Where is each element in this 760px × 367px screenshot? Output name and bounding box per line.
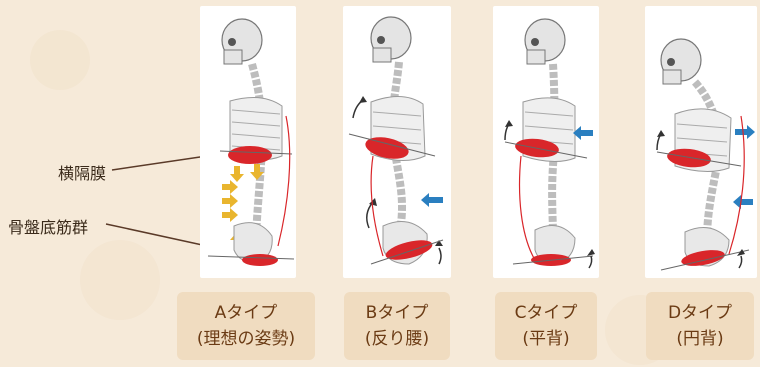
skeleton-panel-a [200, 6, 296, 278]
pelvic-floor-muscle [242, 254, 278, 266]
type-label: Bタイプ [366, 300, 429, 326]
skeleton-a-illustration [200, 6, 296, 278]
blue-arrow-icon [733, 195, 753, 209]
diaphragm-muscle [228, 146, 272, 164]
type-label: Cタイプ [515, 300, 578, 326]
caption-type-a: Aタイプ (理想の姿勢) [177, 292, 315, 360]
skeleton-d-illustration [645, 6, 757, 278]
blue-arrow-icon [421, 193, 443, 207]
type-sub-label: (反り腰) [365, 326, 429, 352]
blue-arrow-icon [735, 125, 755, 139]
type-sub-label: (理想の姿勢) [197, 326, 295, 352]
skeleton-panel-b [343, 6, 451, 278]
caption-type-c: Cタイプ (平背) [495, 292, 597, 360]
caption-type-b: Bタイプ (反り腰) [344, 292, 450, 360]
diaphragm-label: 横隔膜 [58, 160, 106, 184]
skeleton-panel-d [645, 6, 757, 278]
blue-arrow-icon [573, 126, 593, 140]
skeleton-b-illustration [343, 6, 451, 278]
pelvic-floor-label: 骨盤底筋群 [8, 214, 88, 238]
type-sub-label: (平背) [522, 326, 569, 352]
type-label: Dタイプ [668, 300, 732, 326]
skeleton-panel-c [493, 6, 599, 278]
caption-type-d: Dタイプ (円背) [646, 292, 754, 360]
type-label: Aタイプ [215, 300, 278, 326]
skeleton-c-illustration [493, 6, 599, 278]
type-sub-label: (円背) [676, 326, 723, 352]
